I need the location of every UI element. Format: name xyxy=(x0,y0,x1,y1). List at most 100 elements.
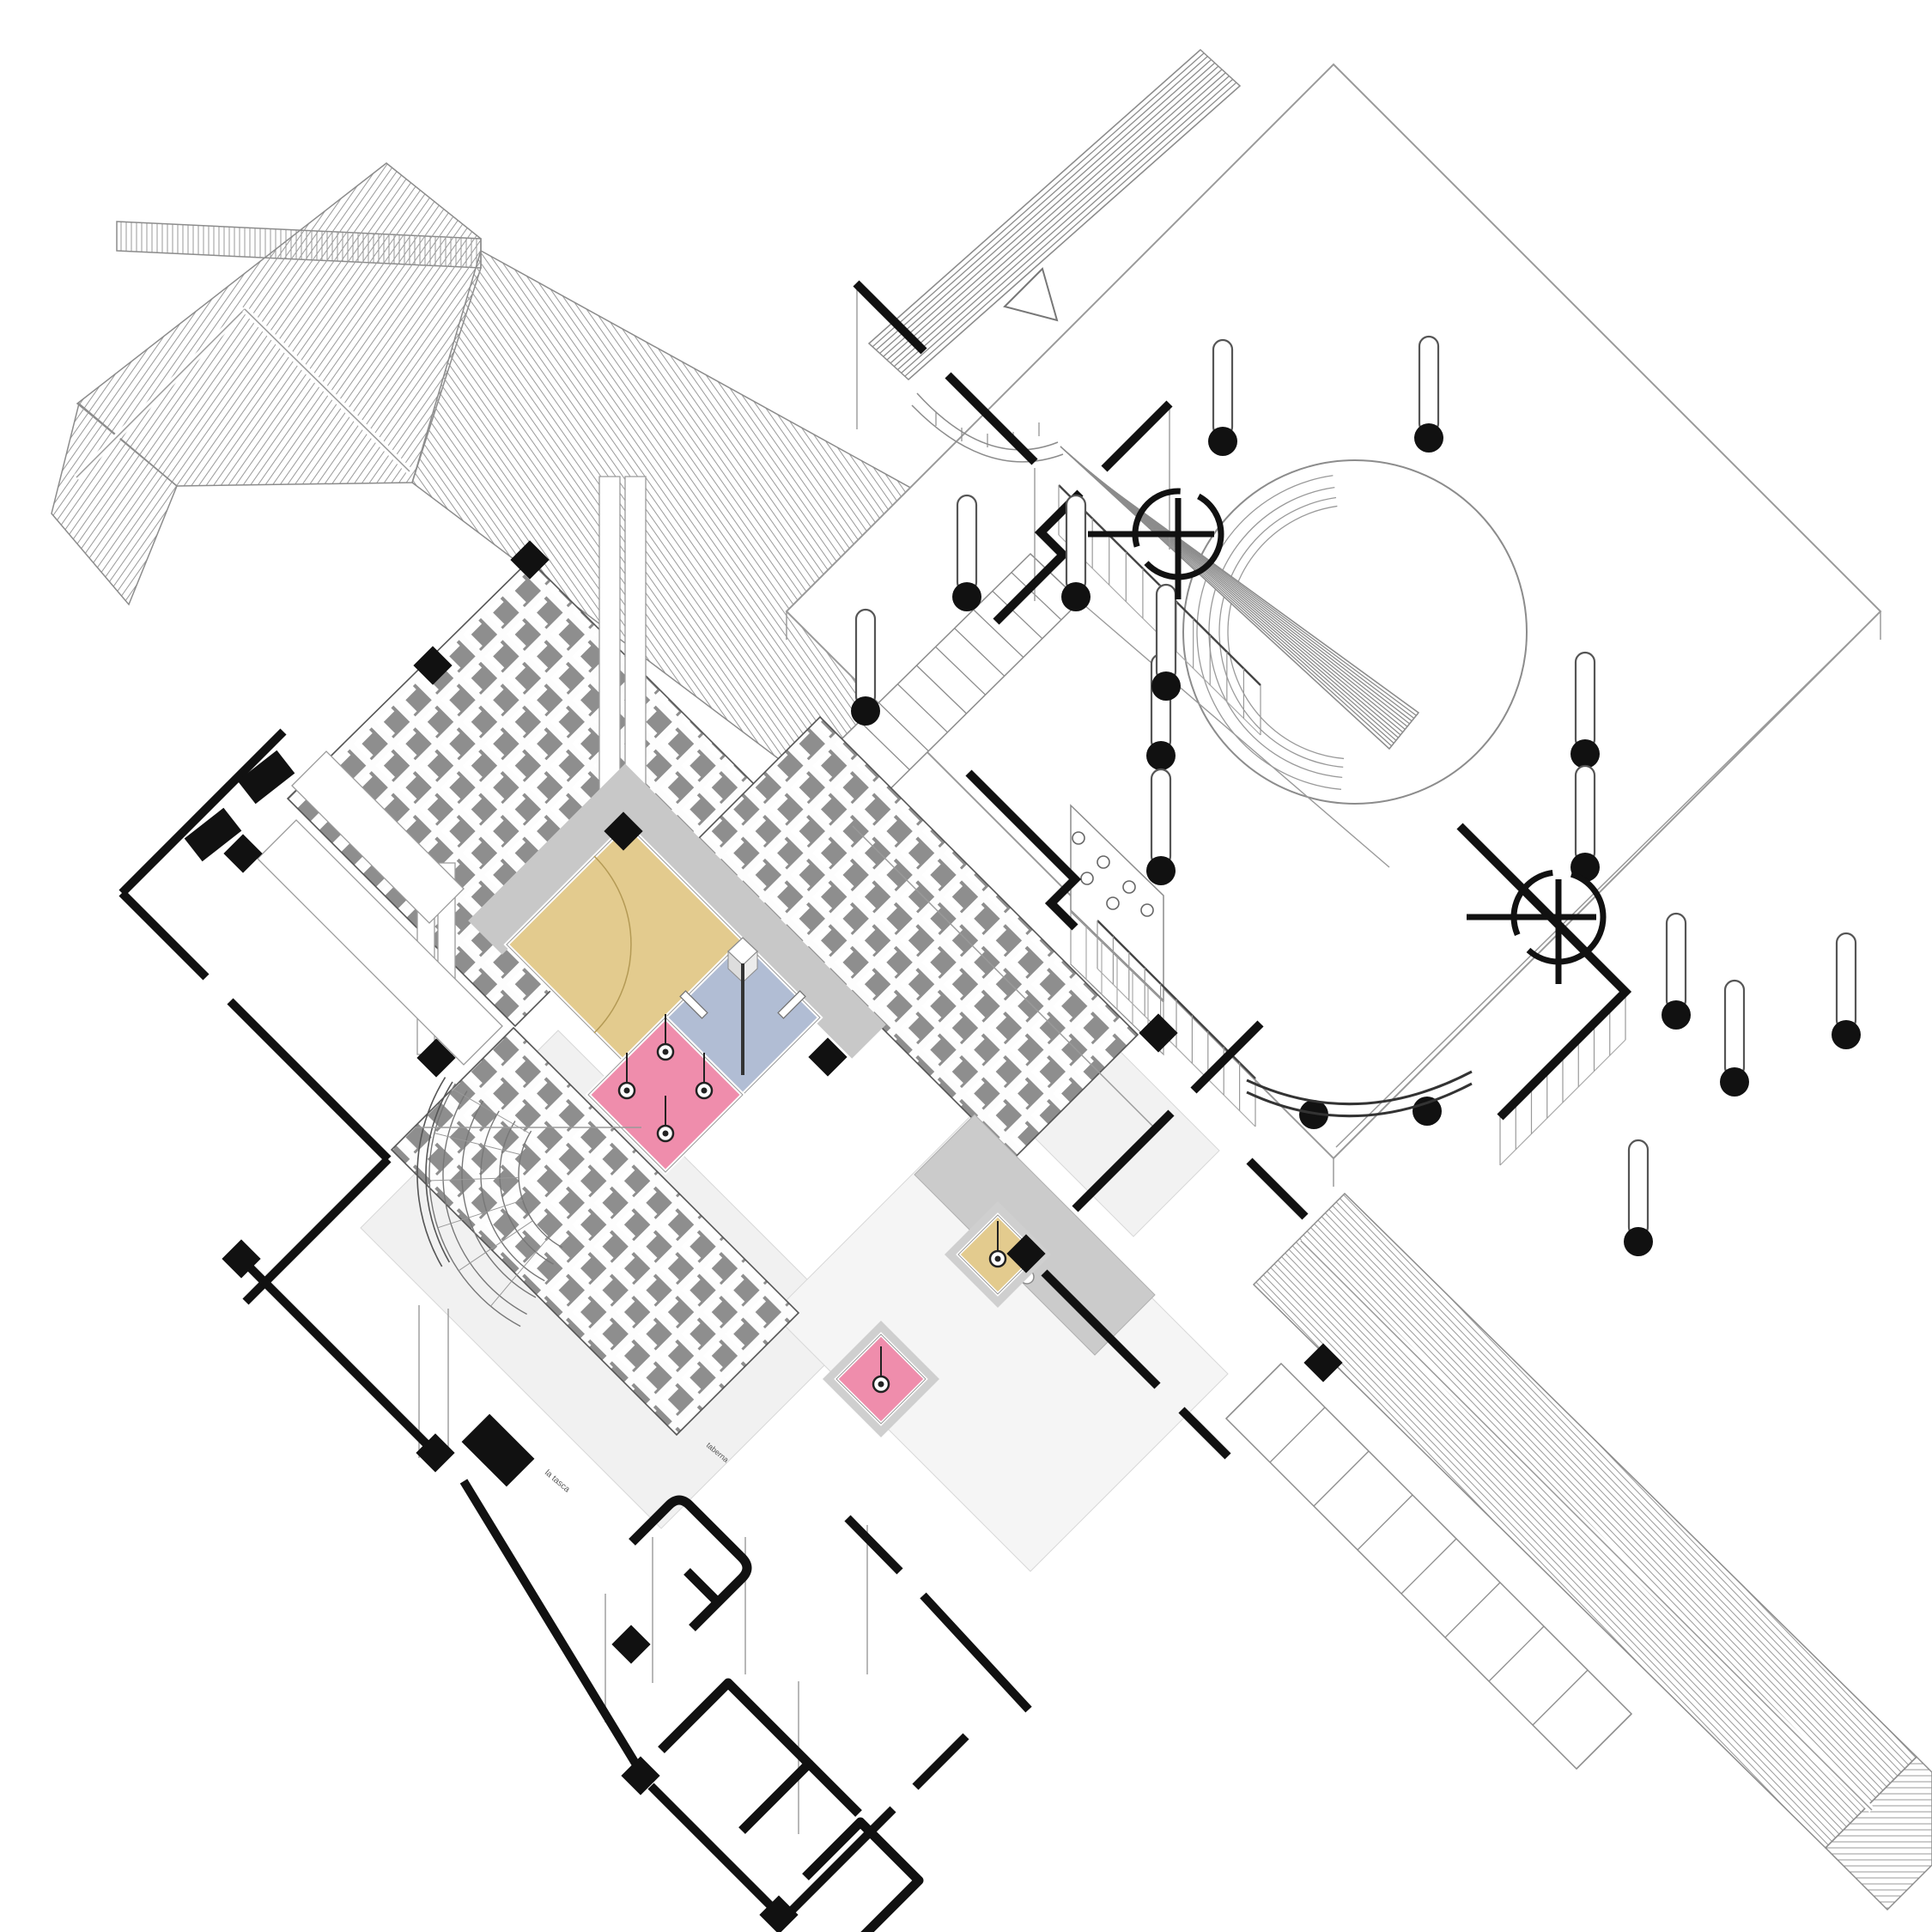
thick-wall-curved xyxy=(629,1495,752,1631)
colonnade-post xyxy=(1357,1494,1413,1551)
panel-peg xyxy=(1072,831,1085,845)
column-diamond xyxy=(611,1625,651,1664)
tiny-room-label: la tasca xyxy=(543,1468,572,1495)
waffle-ceiling-area xyxy=(390,1026,800,1437)
thick-wall xyxy=(118,890,210,981)
column-block xyxy=(184,807,242,862)
column-pill xyxy=(1212,338,1234,438)
colonnade-post xyxy=(883,62,1216,357)
colonnade-post xyxy=(1225,1363,1282,1419)
roof-ridge-line xyxy=(1300,1240,1873,1811)
pendant-bulb xyxy=(701,1087,708,1094)
colonnade-post xyxy=(893,72,1226,368)
colonnade-post xyxy=(973,609,1024,658)
colonnade-post xyxy=(890,69,1223,364)
stair-arc xyxy=(442,1091,527,1315)
column-dot xyxy=(1146,856,1176,885)
panel-peg xyxy=(1106,896,1120,910)
colonnade-post xyxy=(1444,1582,1501,1638)
stair-rail xyxy=(416,1077,447,1267)
thick-wall xyxy=(1178,1406,1231,1460)
column-dot xyxy=(1624,1227,1653,1256)
thick-wall xyxy=(993,489,1084,625)
roof-hatch-plane xyxy=(51,402,178,606)
court-step-arc xyxy=(1227,505,1345,760)
court-step-arc xyxy=(1218,496,1344,769)
column-block xyxy=(237,750,295,805)
thick-wall-curved xyxy=(683,1568,721,1606)
roof-ridge-line xyxy=(244,308,410,472)
panel-peg xyxy=(1080,872,1094,885)
column-dot xyxy=(1662,1000,1691,1030)
column-dot xyxy=(1061,582,1091,611)
column-pill xyxy=(1418,335,1440,434)
thick-wall xyxy=(118,728,287,896)
thick-wall xyxy=(920,1592,1032,1713)
thick-wall xyxy=(1190,1020,1264,1094)
thick-wall xyxy=(1456,823,1632,1121)
thick-wall xyxy=(459,1479,648,1780)
colonnade-post xyxy=(935,646,987,696)
construction-line xyxy=(1083,604,1390,868)
room-pink-outline xyxy=(587,1017,744,1173)
circular-court xyxy=(1182,459,1528,805)
thick-wall xyxy=(242,1156,392,1305)
panel-peg xyxy=(1140,903,1154,917)
floor-dot xyxy=(1299,1100,1328,1129)
pendant-bulb xyxy=(662,1048,669,1055)
colonnade-post xyxy=(1576,1713,1632,1770)
colonnade-post xyxy=(1011,572,1062,621)
colonnade-post xyxy=(1062,448,1393,747)
stair-step xyxy=(429,1176,519,1182)
panel-peg xyxy=(1097,855,1110,869)
colonnade-post xyxy=(1066,451,1394,744)
column-pill xyxy=(854,608,877,708)
colonnade-post xyxy=(901,78,1234,374)
roof-hatch-plane xyxy=(1824,1755,1932,1911)
colonnade-post xyxy=(1488,1625,1545,1682)
column-pill xyxy=(1150,768,1172,867)
colonnade-post xyxy=(1400,1538,1457,1595)
door-swing-arc xyxy=(593,855,632,1034)
thick-wall-curved xyxy=(802,1817,924,1932)
white-bridge-band xyxy=(257,819,503,1066)
thick-wall xyxy=(965,769,1082,931)
colonnade-post xyxy=(1269,1406,1326,1463)
wall-bench xyxy=(777,990,806,1019)
colonnade-post xyxy=(992,590,1043,640)
thick-wall xyxy=(227,998,392,1163)
thick-wall-curved xyxy=(658,1678,814,1834)
column-dot xyxy=(1146,741,1176,770)
stair-rail xyxy=(425,1081,453,1263)
small-room-outline xyxy=(835,1334,927,1425)
column-dot xyxy=(1832,1020,1861,1049)
platform-edge xyxy=(1335,623,1869,1148)
pendant-bulb xyxy=(994,1255,1001,1262)
colonnade-post xyxy=(886,65,1219,361)
column-pill xyxy=(1835,932,1857,1031)
pendant-bulb xyxy=(623,1087,630,1094)
thick-wall-curved xyxy=(805,1760,862,1817)
colonnade-post xyxy=(872,52,1205,348)
column-pill xyxy=(1155,583,1177,683)
colonnade-post xyxy=(916,665,967,714)
white-bridge-band xyxy=(598,476,621,818)
court-step-arc xyxy=(1208,487,1343,779)
room-wall-band xyxy=(468,763,886,1059)
colonnade-post xyxy=(879,58,1212,354)
colonnade-post xyxy=(1313,1450,1370,1507)
stair-arc xyxy=(428,1083,521,1327)
stair-arc xyxy=(480,1110,545,1282)
column-dot xyxy=(1151,671,1181,701)
stair-arc xyxy=(461,1100,537,1298)
colonnade-post xyxy=(954,628,1005,677)
thick-wall xyxy=(844,1515,903,1575)
colonnade-post xyxy=(896,683,948,733)
column-dot xyxy=(1571,739,1600,769)
column-pill xyxy=(1065,494,1087,593)
colonnade-post xyxy=(1532,1669,1589,1726)
column-block xyxy=(461,1413,535,1487)
corridor-band xyxy=(914,1114,1156,1356)
column-pill xyxy=(1574,764,1596,864)
